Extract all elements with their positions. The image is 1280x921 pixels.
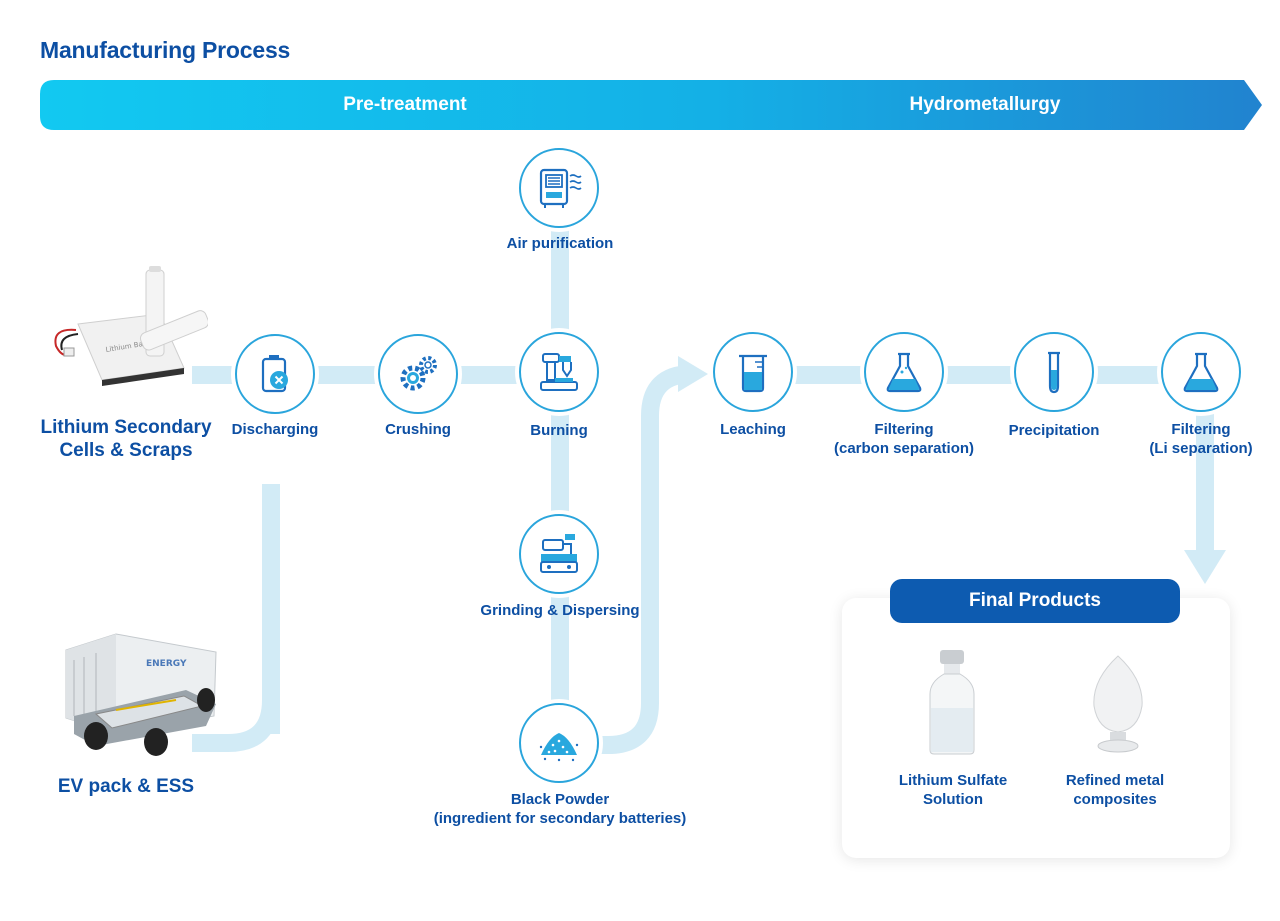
path-vertical-burning — [551, 214, 569, 724]
step-filtering-carbon-line2: (carbon separation) — [833, 440, 975, 457]
step-leaching-label: Leaching — [720, 421, 786, 438]
step-grinding-label: Grinding & Dispersing — [480, 602, 640, 619]
grinding-machine-icon — [540, 534, 578, 573]
step-air-purification-label: Air purification — [506, 235, 614, 252]
step-black-powder-line1: Black Powder — [510, 791, 610, 808]
flask-icon — [1183, 352, 1219, 393]
step-grinding-node — [519, 514, 599, 594]
path-blackpowder-to-leaching — [570, 356, 708, 754]
step-filtering-carbon-node — [864, 332, 944, 412]
page-title: Manufacturing Process — [40, 37, 291, 63]
step-crushing-label: Crushing — [385, 421, 451, 438]
product1-line2: Solution — [923, 791, 983, 808]
product-refined-metal-label: Refined metal composites — [1040, 771, 1190, 809]
path-to-final-arrow — [1184, 410, 1226, 584]
phase-pretreatment: Pre-treatment — [343, 94, 467, 115]
step-black-powder-line2: (ingredient for secondary batteries) — [433, 810, 687, 827]
beaker-icon — [739, 354, 767, 393]
step-filtering-li-line1: Filtering — [1171, 421, 1231, 438]
step-burning-label: Burning — [530, 422, 588, 439]
test-tube-icon — [1048, 351, 1060, 394]
step-filtering-li-node — [1161, 332, 1241, 412]
battery-cells-image: Lithium Battery — [54, 266, 208, 386]
svg-text:ENERGY: ENERGY — [146, 659, 187, 669]
battery-discharge-icon — [261, 355, 288, 393]
phase-banner: Pre-treatment Hydrometallurgy — [40, 80, 1262, 130]
final-products-card — [842, 598, 1230, 858]
path-hydro-main — [780, 366, 1210, 384]
powder-pile-icon — [539, 733, 579, 762]
step-precipitation-node — [1014, 332, 1094, 412]
lithium-sulfate-vial-image — [929, 650, 975, 755]
step-black-powder-node — [519, 703, 599, 783]
step-leaching-node — [713, 332, 793, 412]
step-precipitation-label: Precipitation — [1008, 422, 1100, 439]
banner-arrow-shape — [40, 80, 1262, 130]
step-filtering-li-label: Filtering (Li separation) — [1136, 420, 1266, 458]
step-filtering-li-line2: (Li separation) — [1149, 440, 1253, 457]
step-discharging-label: Discharging — [231, 421, 319, 438]
step-crushing-node — [378, 334, 458, 414]
step-filtering-carbon-label: Filtering (carbon separation) — [814, 420, 994, 458]
step-filtering-carbon-line1: Filtering — [874, 421, 934, 438]
path-ev-corner — [192, 680, 280, 752]
input-cells-line2: Cells & Scraps — [59, 440, 193, 461]
gears-icon — [400, 356, 437, 391]
input-cells-line1: Lithium Secondary — [40, 417, 212, 438]
ev-ess-image: ENERGY — [65, 633, 217, 756]
flask-icon — [886, 352, 922, 393]
step-burning-node — [519, 332, 599, 412]
step-air-purification-node — [519, 148, 599, 228]
path-ev-vertical — [262, 484, 280, 734]
input-ev-label: EV pack & ESS — [57, 776, 195, 797]
refined-metal-powder-image — [1093, 655, 1143, 753]
product2-line2: composites — [1073, 791, 1157, 808]
step-discharging-node — [235, 334, 315, 414]
product1-line1: Lithium Sulfate — [898, 772, 1008, 789]
product2-line1: Refined metal — [1065, 772, 1165, 789]
input-cells-label: Lithium Secondary Cells & Scraps — [28, 416, 224, 462]
furnace-machine-icon — [540, 353, 578, 391]
final-products-header: Final Products — [890, 579, 1180, 623]
step-black-powder-label: Black Powder (ingredient for secondary b… — [410, 790, 710, 828]
product-lithium-sulfate-label: Lithium Sulfate Solution — [878, 771, 1028, 809]
air-purifier-icon — [539, 168, 582, 208]
phase-hydrometallurgy: Hydrometallurgy — [909, 94, 1061, 115]
